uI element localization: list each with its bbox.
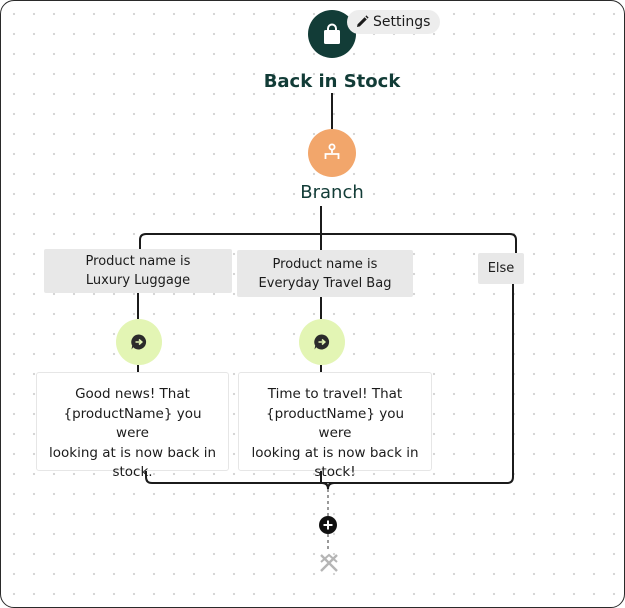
condition-else[interactable]: Else — [478, 253, 524, 284]
settings-label: Settings — [373, 14, 431, 30]
condition-text: Product name is — [85, 254, 191, 269]
message-card[interactable]: Good news! That {productName} you were l… — [36, 372, 229, 480]
branch-node[interactable] — [308, 129, 356, 177]
message-action-node[interactable] — [299, 319, 345, 365]
condition-text: Product name is — [272, 256, 378, 272]
connector-split-bar — [139, 233, 517, 253]
message-arrow-icon — [131, 334, 147, 350]
trigger-title: Back in Stock — [263, 71, 401, 92]
message-text: {productName} you were — [63, 405, 202, 442]
branch-title: Branch — [300, 182, 364, 203]
message-text: stock. — [112, 464, 153, 480]
end-flow-icon — [320, 553, 338, 572]
plus-icon — [323, 520, 333, 530]
message-arrow-icon — [314, 334, 330, 350]
branch-icon — [324, 143, 340, 159]
condition-text: Everyday Travel Bag — [258, 275, 392, 291]
message-text: Good news! That — [75, 386, 190, 402]
message-text: Time to travel! That — [267, 386, 403, 402]
message-card[interactable]: Time to travel! That {productName} you w… — [238, 372, 432, 480]
condition-everyday-travel-bag[interactable]: Product name is Everyday Travel Bag — [237, 250, 413, 297]
condition-text: Luxury Luggage — [85, 273, 191, 288]
connector-merge-bar — [145, 284, 514, 484]
shopping-bag-icon — [324, 23, 340, 44]
condition-luxury-luggage[interactable]: Product name is Luxury Luggage — [44, 249, 232, 293]
message-text: {productName} you were — [265, 405, 405, 442]
message-text: stock! — [314, 464, 356, 480]
settings-button[interactable]: Settings — [347, 10, 441, 34]
pencil-icon — [357, 15, 369, 27]
add-step-button[interactable] — [319, 516, 337, 534]
message-action-node[interactable] — [116, 319, 162, 365]
message-text: looking at is now back in — [251, 444, 419, 461]
trigger-node[interactable] — [308, 10, 356, 58]
message-text: looking at is now back in — [48, 444, 217, 461]
condition-text: Else — [487, 261, 515, 276]
